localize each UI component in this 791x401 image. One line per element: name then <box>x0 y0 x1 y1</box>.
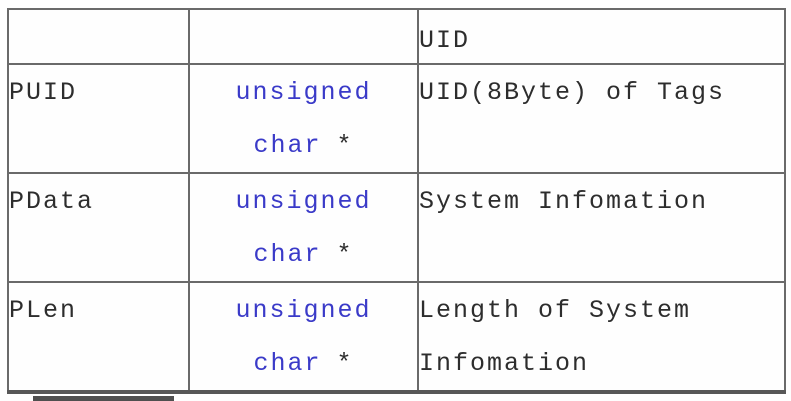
parameters-table: UID PUID unsigned char * UID(8Byte) of Ta… <box>7 8 786 394</box>
pointer-asterisk: * <box>336 240 354 269</box>
param-type-cell: unsigned char * <box>188 281 419 393</box>
param-desc-cell: Length of System Infomation <box>417 281 786 393</box>
header-cell-param <box>7 8 190 65</box>
type-line-1: unsigned <box>191 284 416 337</box>
param-name-label: PLen <box>9 296 78 325</box>
table-row-pdata: PData unsigned char * System Infomation <box>7 172 786 283</box>
type-keyword-unsigned: unsigned <box>235 187 372 216</box>
type-keyword-char: char <box>253 349 322 378</box>
param-desc-cell: UID(8Byte) of Tags <box>417 63 786 174</box>
type-keyword-unsigned: unsigned <box>235 296 372 325</box>
pointer-asterisk: * <box>336 131 354 160</box>
pointer-asterisk: * <box>336 349 354 378</box>
param-name-cell: PUID <box>7 63 190 174</box>
param-type-cell: unsigned char * <box>188 172 419 283</box>
type-keyword-char: char <box>253 131 322 160</box>
type-keyword-char: char <box>253 240 322 269</box>
type-line-2: char * <box>191 119 416 171</box>
desc-line-1: UID(8Byte) of Tags <box>419 78 726 107</box>
desc-line-1: Length of System <box>419 296 692 325</box>
cropped-underline-bar <box>33 396 174 401</box>
header-cell-type <box>188 8 419 65</box>
type-line-2: char * <box>191 228 416 280</box>
desc-line-2: Infomation <box>419 349 590 378</box>
param-type-cell: unsigned char * <box>188 63 419 174</box>
type-line-1: unsigned <box>191 66 416 119</box>
type-keyword-unsigned: unsigned <box>235 78 372 107</box>
param-name-label: PData <box>9 187 95 216</box>
type-line-2: char * <box>191 337 416 390</box>
param-name-cell: PData <box>7 172 190 283</box>
param-desc-cell: System Infomation <box>417 172 786 283</box>
table-row-puid: PUID unsigned char * UID(8Byte) of Tags <box>7 63 786 174</box>
type-line-1: unsigned <box>191 175 416 228</box>
header-cell-uid: UID <box>417 8 786 65</box>
desc-line-1: System Infomation <box>419 187 709 216</box>
param-name-cell: PLen <box>7 281 190 393</box>
table-header-row: UID <box>7 8 786 65</box>
param-name-label: PUID <box>9 78 78 107</box>
table-row-plen: PLen unsigned char * Length of System Inf… <box>7 281 786 393</box>
